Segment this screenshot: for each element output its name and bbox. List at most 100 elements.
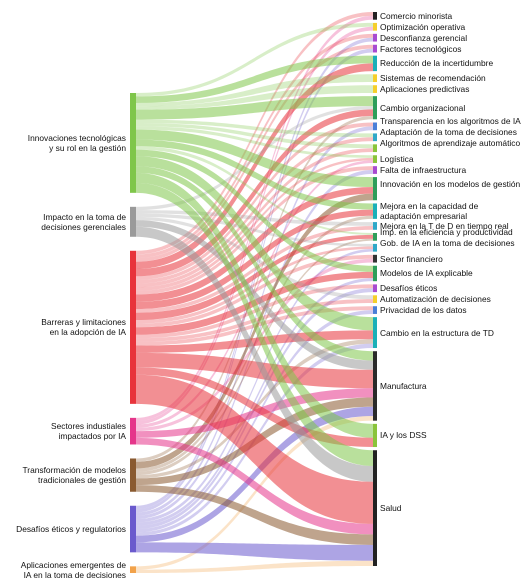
link-L1-R26 (136, 226, 373, 482)
link-L5-R3 (136, 48, 373, 513)
right-node-R24 (373, 351, 377, 421)
left-node-label: Barreras y limitaciones en la adopción d… (41, 317, 126, 338)
right-node-R11 (373, 155, 377, 163)
right-node-label: Desconfianza gerencial (380, 32, 468, 43)
link-L2-R3 (136, 44, 373, 262)
right-node-label: Mejora en la capacidad de adaptación emp… (380, 201, 479, 222)
link-L0-R11 (136, 126, 373, 158)
right-node-R9 (373, 133, 377, 142)
link-L0-R4 (136, 55, 373, 103)
link-L4-R7 (136, 115, 373, 462)
link-L0-R1 (136, 22, 373, 97)
left-node-L6 (130, 566, 136, 573)
link-L5-R24 (136, 406, 373, 543)
link-L0-R14 (136, 139, 373, 210)
link-L0-R9 (136, 119, 373, 138)
link-L2-R11 (136, 157, 373, 291)
right-node-label: Factores tecnológicos (380, 43, 462, 54)
right-node-R20 (373, 284, 377, 293)
right-node-R23 (373, 317, 377, 349)
link-L2-R25 (136, 367, 373, 448)
right-node-label: Gob. de IA en la toma de decisiones (380, 237, 515, 248)
link-L0-R6 (136, 85, 373, 110)
link-L2-R20 (136, 284, 373, 339)
right-node-label: IA y los DSS (380, 430, 427, 441)
right-node-label: Mejora en la T de D en tiempo real (380, 220, 509, 231)
right-node-R6 (373, 85, 377, 93)
link-L0-R24 (136, 166, 373, 361)
right-node-R14 (373, 203, 377, 219)
right-node-label: Manufactura (380, 380, 427, 391)
right-node-label: Transparencia en los algoritmos de IA (380, 116, 521, 127)
left-node-L4 (130, 458, 136, 492)
link-L0-R5 (136, 74, 373, 107)
right-node-label: Sistemas de recomendación (380, 73, 486, 84)
link-L2-R0 (136, 12, 373, 255)
right-node-label: Salud (380, 503, 402, 514)
right-node-R22 (373, 306, 377, 314)
link-L5-R17 (136, 249, 373, 523)
link-L5-R26 (136, 542, 373, 561)
link-L2-R15 (136, 225, 373, 313)
right-node-R18 (373, 254, 377, 263)
link-L2-R10 (136, 148, 373, 288)
right-node-label: Modelos de IA explicable (380, 268, 473, 279)
right-node-label: Desafíos éticos (380, 283, 438, 294)
link-L2-R4 (136, 63, 373, 270)
right-node-label: Privacidad de los datos (380, 305, 467, 316)
left-node-label: Sectores industiales impactados por IA (51, 421, 126, 442)
right-node-label: Cambio en la estructura de TD (380, 327, 494, 338)
right-node-R1 (373, 22, 377, 31)
link-L0-R10 (136, 122, 373, 149)
link-L3-R1 (136, 26, 373, 425)
link-L0-R19 (136, 149, 373, 272)
link-L0-R25 (136, 172, 373, 438)
right-node-R21 (373, 295, 377, 304)
link-L0-R26 (136, 182, 373, 467)
link-L5-R19 (136, 278, 373, 526)
right-node-label: Reducción de la incertidumbre (380, 58, 494, 69)
link-L2-R12 (136, 166, 373, 295)
link-L4-R13 (136, 193, 373, 469)
right-node-R10 (373, 144, 377, 153)
left-node-L5 (130, 505, 136, 553)
left-node-L2 (130, 250, 136, 404)
left-node-label: Desafíos éticos y regulatorios (16, 524, 126, 535)
right-node-R4 (373, 55, 377, 72)
link-L0-R7 (136, 96, 373, 120)
link-L2-R17 (136, 246, 373, 324)
link-L3-R26 (136, 437, 373, 535)
link-L2-R8 (136, 122, 373, 280)
right-node-R26 (373, 450, 377, 566)
link-L0-R16 (136, 146, 373, 235)
right-node-R3 (373, 44, 377, 53)
left-node-label: Impacto en la toma de decisiones gerenci… (41, 211, 126, 232)
link-L0-R13 (136, 129, 373, 188)
right-node-label: Logística (380, 154, 414, 165)
link-L1-R17 (136, 213, 373, 247)
right-node-R17 (373, 243, 377, 252)
right-node-R19 (373, 265, 377, 282)
link-L5-R2 (136, 37, 373, 510)
link-L2-R16 (136, 234, 373, 321)
right-node-R0 (373, 12, 377, 20)
right-node-label: Cambio organizacional (380, 102, 466, 113)
right-node-label: Automatización de decisiones (380, 294, 491, 305)
link-L1-R21 (136, 216, 373, 300)
link-L4-R26 (136, 485, 373, 545)
link-L3-R0 (136, 15, 373, 422)
link-L5-R22 (136, 310, 373, 533)
right-node-R16 (373, 232, 377, 241)
right-node-label: Adaptación de la toma de decisiones (380, 127, 517, 138)
link-L0-R23 (136, 156, 373, 331)
right-node-label: Innovación en los modelos de gestión (380, 178, 521, 189)
right-node-R13 (373, 177, 377, 201)
right-node-label: Algoritmos de aprendizaje automático (380, 138, 521, 149)
right-node-label: Imp. en la eficiencia y productividad (380, 226, 513, 237)
left-node-L1 (130, 206, 136, 237)
right-node-label: Comercio minorista (380, 10, 453, 21)
left-node-L3 (130, 417, 136, 445)
left-node-label: Innovaciones tecnológicas y su rol en la… (27, 132, 126, 153)
left-node-label: Transformación de modelos tradicionales … (22, 465, 127, 486)
